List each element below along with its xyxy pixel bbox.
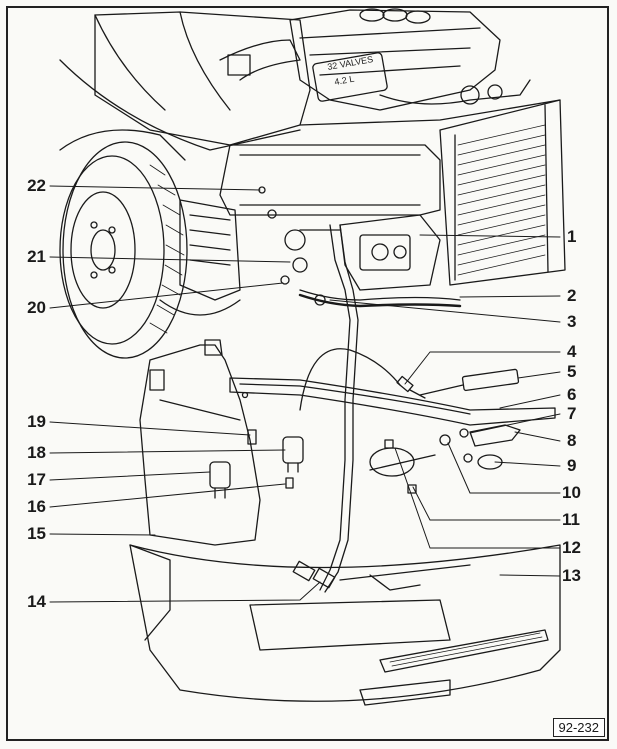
callout-9: 9: [567, 456, 577, 475]
main-wiring-harness: [298, 224, 462, 593]
headlight: [219, 144, 441, 216]
callout-2: 2: [567, 286, 577, 305]
harness-cable: [299, 348, 426, 411]
callout-15: 15: [27, 524, 46, 543]
fog-bulb: [419, 368, 520, 396]
radiator: [299, 99, 566, 286]
bumper-reinforcement: [229, 377, 556, 426]
callout-1: 1: [567, 227, 577, 246]
washer-pump-17: [209, 461, 231, 499]
callout-5: 5: [567, 362, 577, 381]
washer-reservoir: [139, 339, 261, 546]
callout-10: 10: [562, 483, 581, 502]
front-bumper: [129, 544, 561, 706]
engine-cover-label-1: 32 VALVES: [327, 54, 374, 72]
callout-18: 18: [27, 443, 46, 462]
hood-outline: [59, 11, 311, 151]
front-wheel: [59, 129, 188, 359]
inner-fender: [159, 199, 241, 316]
callout-14: 14: [27, 592, 46, 611]
callout-11: 11: [562, 510, 580, 529]
callout-17: 17: [27, 470, 46, 489]
engine-cover-label-2: 4.2 L: [334, 74, 355, 87]
bolts: [241, 186, 326, 489]
callout-6: 6: [567, 385, 577, 404]
callout-4: 4: [567, 342, 577, 361]
callout-22: 22: [27, 176, 46, 195]
callout-16: 16: [27, 497, 46, 516]
callout-19: 19: [27, 412, 46, 431]
callout-21: 21: [27, 247, 46, 266]
figure-reference-label: 92-232: [552, 718, 605, 737]
diagram-frame: [6, 6, 609, 741]
mounting-bracket: [369, 439, 436, 494]
callout-7: 7: [567, 404, 577, 423]
connector-plugs: [292, 560, 336, 589]
engine-block: [219, 8, 531, 111]
leader-lines-left: [49, 185, 321, 603]
callout-20: 20: [27, 298, 46, 317]
washer-pump-18: [282, 436, 304, 473]
leader-lines-right: [329, 234, 561, 577]
callout-12: 12: [562, 538, 581, 557]
callout-3: 3: [567, 312, 577, 331]
callout-8: 8: [567, 431, 577, 450]
relay-unit: [284, 214, 441, 291]
callout-13: 13: [562, 566, 581, 585]
